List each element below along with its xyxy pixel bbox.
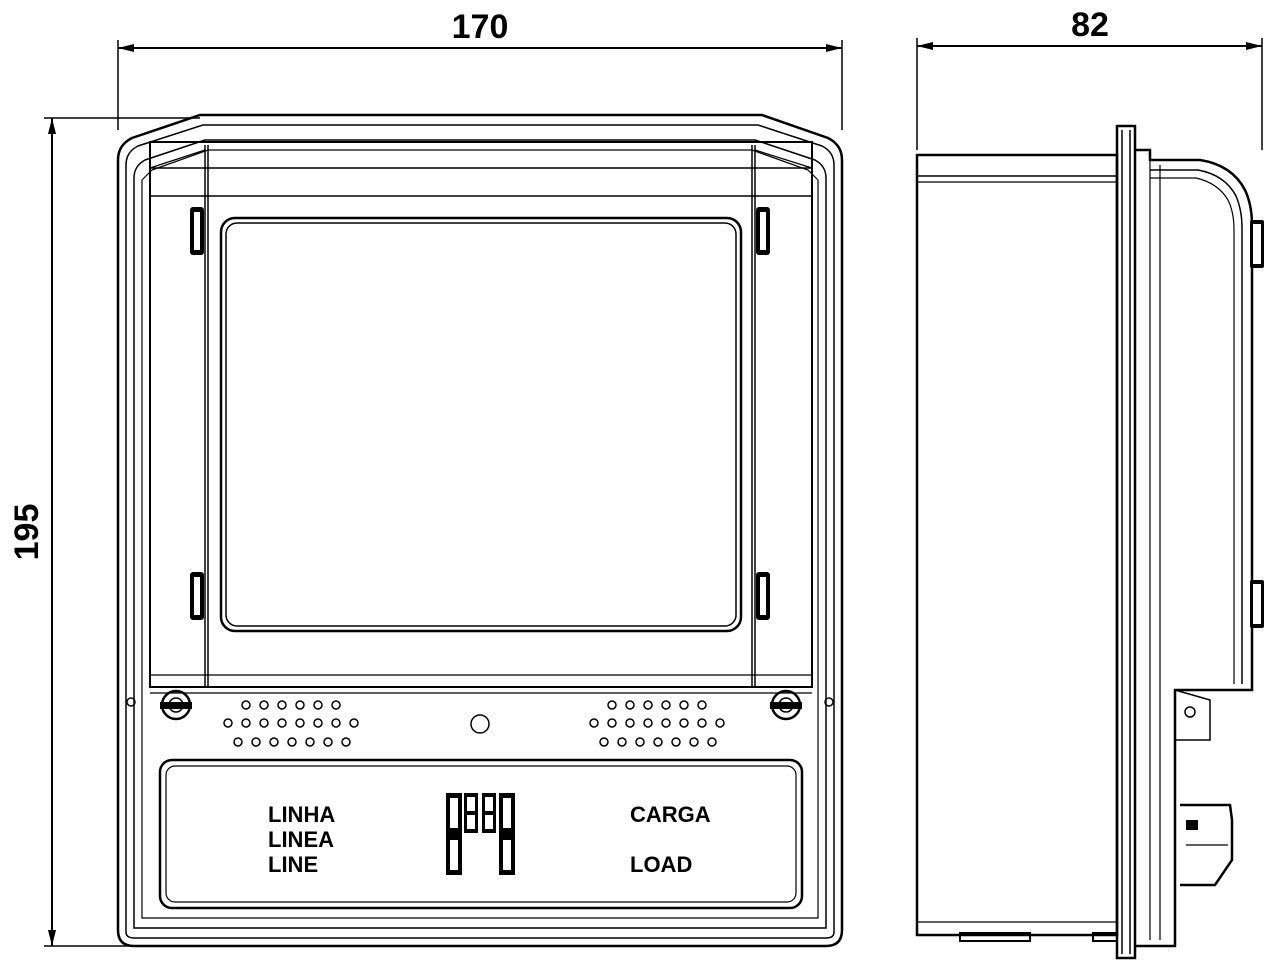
side-flange	[1115, 124, 1137, 960]
label-linea: LINEA	[268, 827, 334, 852]
terminal-hole	[689, 737, 699, 747]
terminal-hole	[697, 718, 707, 728]
display-window	[219, 216, 743, 633]
terminal-hole	[653, 737, 663, 747]
label-carga: CARGA	[630, 802, 711, 827]
side-hole-left	[126, 697, 136, 707]
terminal-hole	[679, 700, 689, 710]
terminal-hole	[607, 718, 617, 728]
terminal-hole	[259, 718, 269, 728]
terminal-hole	[313, 700, 323, 710]
depth-dimension-label: 82	[1071, 6, 1109, 44]
terminal-hole	[241, 718, 251, 728]
terminal-hole	[643, 700, 653, 710]
center-sensor	[470, 714, 490, 734]
meter-symbol-icon	[446, 793, 515, 875]
side-view	[915, 124, 1264, 960]
label-plate	[158, 758, 804, 910]
terminal-hole	[643, 718, 653, 728]
terminal-hole	[625, 718, 635, 728]
terminal-hole	[341, 737, 351, 747]
terminal-hole	[617, 737, 627, 747]
side-foot	[959, 932, 1031, 942]
terminal-hole	[323, 737, 333, 747]
terminal-hole	[259, 700, 269, 710]
terminal-hole	[295, 700, 305, 710]
dimension-width: 170	[117, 8, 843, 130]
terminal-hole	[313, 718, 323, 728]
terminal-hole	[671, 737, 681, 747]
outer-housing	[116, 113, 844, 948]
terminal-hole	[607, 700, 617, 710]
terminal-hole	[599, 737, 609, 747]
terminal-hole	[295, 718, 305, 728]
terminal-hole	[277, 700, 287, 710]
terminal-hole	[679, 718, 689, 728]
side-body	[915, 153, 1119, 937]
terminal-hole	[715, 718, 725, 728]
terminal-hole	[707, 737, 717, 747]
label-line: LINE	[268, 852, 318, 877]
dimension-depth: 82	[916, 6, 1263, 150]
terminal-hole	[233, 737, 243, 747]
front-view: LINHA LINEA LINE CARGA LOAD	[116, 113, 844, 948]
terminal-holes	[223, 700, 725, 747]
terminal-hole	[223, 718, 233, 728]
terminal-hole	[305, 737, 315, 747]
terminal-hole	[625, 700, 635, 710]
terminal-hole	[331, 700, 341, 710]
width-dimension-label: 170	[452, 8, 509, 46]
terminal-hole	[251, 737, 261, 747]
terminal-hole	[287, 737, 297, 747]
terminal-hole	[349, 718, 359, 728]
terminal-hole	[331, 718, 341, 728]
height-dimension-label: 195	[8, 504, 46, 561]
terminal-hole	[589, 718, 599, 728]
terminal-hole	[697, 700, 707, 710]
label-load: LOAD	[630, 852, 692, 877]
screw-left	[160, 689, 192, 721]
terminal-hole	[661, 700, 671, 710]
side-connector	[1180, 803, 1234, 887]
terminal-hole	[277, 718, 287, 728]
side-hole-right	[824, 697, 834, 707]
dimension-height: 195	[8, 117, 200, 947]
terminal-hole	[635, 737, 645, 747]
terminal-hole	[661, 718, 671, 728]
terminal-hole	[269, 737, 279, 747]
screw-right	[770, 689, 802, 721]
label-linha: LINHA	[268, 802, 335, 827]
terminal-hole	[241, 700, 251, 710]
